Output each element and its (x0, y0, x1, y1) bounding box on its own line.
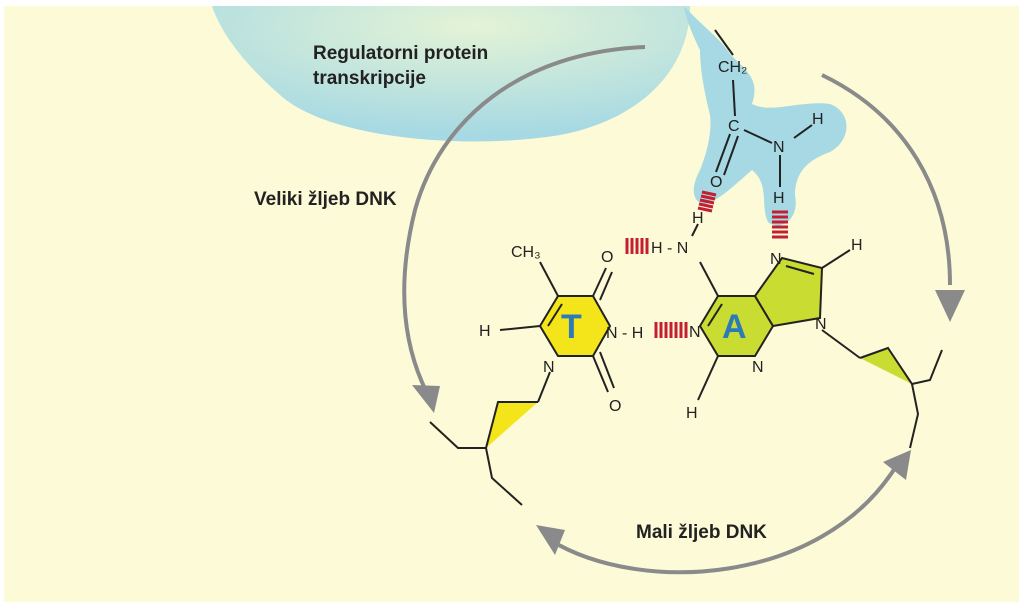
atom-h-adenine-top: H (692, 210, 704, 227)
hbond-nh-n1 (654, 322, 688, 338)
atom-h8: H (851, 237, 863, 254)
minor-groove-label: Mali žljeb DNK (636, 522, 767, 543)
sugar-right (859, 346, 943, 449)
atom-o4: O (601, 249, 613, 266)
sugar-left (429, 401, 538, 506)
atom-h-amide-bottom: H (773, 190, 785, 207)
atom-o-amide: O (710, 174, 722, 191)
arrow-head-right (935, 290, 965, 322)
hydrogen-bonds (625, 190, 788, 338)
atom-n3-adenine: N (752, 359, 764, 376)
atom-h2-adenine: H (686, 405, 698, 422)
arrow-bottom-curve (548, 466, 897, 575)
arrow-heads (412, 290, 965, 555)
atom-n9: N (815, 316, 827, 333)
thymine-letter: T (561, 308, 582, 346)
hbond-amide-n7 (772, 210, 788, 239)
atom-h-amide-right: H (812, 111, 824, 128)
atom-n1-thymine: N (543, 359, 555, 376)
atom-h6: H (479, 323, 491, 340)
atom-nh3: N - H (606, 325, 643, 342)
arrow-head-left (412, 385, 440, 413)
arrow-right-curve (821, 73, 952, 286)
curved-arrows (402, 45, 952, 575)
hbond-o4-nh (625, 238, 649, 254)
adenine-five-ring (753, 256, 824, 328)
protein-label-line1: Regulatorni protein (313, 43, 488, 64)
atom-hn-adenine: H - N (651, 240, 688, 257)
atom-n1-adenine: N (689, 324, 701, 341)
atom-ch3: CH₃ (511, 244, 541, 261)
adenine-letter: A (722, 308, 747, 346)
atom-ch2: CH₂ (718, 59, 747, 76)
regulatory-protein-blob (212, 6, 690, 142)
protein-label-line2: transkripcije (313, 68, 426, 89)
major-groove-label: Veliki žljeb DNK (254, 189, 397, 210)
arrow-left-curve (402, 45, 646, 396)
atom-n7: N (770, 251, 782, 268)
hbond-amide-o (697, 190, 717, 213)
arrow-head-bottom-right (883, 450, 911, 480)
atom-c: C (728, 118, 740, 135)
arrow-head-bottom-left (536, 525, 565, 555)
atom-n-amide: N (773, 139, 785, 156)
bonds (499, 29, 861, 403)
atom-o2: O (609, 398, 621, 415)
